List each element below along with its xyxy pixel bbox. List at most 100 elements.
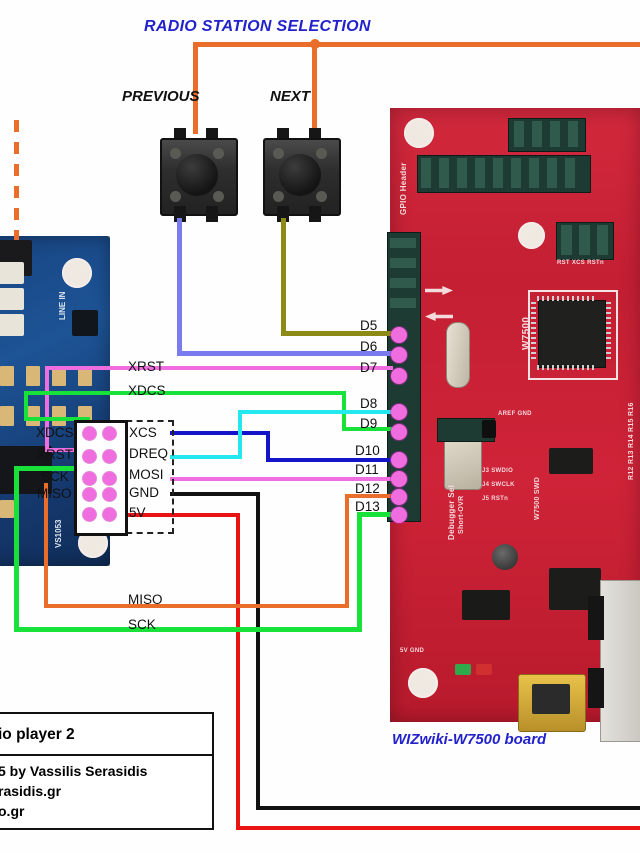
vs1053-silk-text: VS1053 [54,519,63,548]
previous-button-leg-br [206,206,218,222]
conn-label-xrst: XRST [37,447,74,462]
mcu-pin-dot-d6 [391,347,407,363]
mcu-pin-dot-d13 [391,507,407,523]
next-button-leg-bl [277,206,289,222]
pin-label-d10: D10 [355,443,380,458]
silk-arrow-left [425,312,453,321]
wire-xdcs-top [24,391,346,395]
wire-previous-horizontal [177,351,393,356]
previous-button-cap[interactable] [176,154,218,196]
usb-mini-inner [532,684,570,714]
mounting-hole-top [404,118,434,148]
wire-previous-vertical [177,218,182,356]
conn-label-sck: SCK [41,469,69,484]
vs1053-mounting-hole [62,258,92,288]
silk-5v-gnd: 5V GND [400,648,425,654]
net-label-sck-bottom: SCK [128,617,156,632]
pin-label-d6: D6 [360,339,378,354]
silk-debugger-sel: Debugger Sel [447,484,456,540]
vs1053-pad-row-top [0,366,106,388]
debug-jumper-cap [482,420,496,438]
diagram-heading: RADIO STATION SELECTION [144,18,371,35]
previous-button-screw-br [213,191,224,202]
conn-pin-xcs [103,427,116,440]
net-label-xdcs-top: XDCS [128,383,166,398]
wire-station-select-prev-drop [193,42,198,134]
wire-miso-h [44,604,349,608]
audio-jack-white-2 [0,288,24,310]
gpio-header-silk: GPIO Header [399,162,408,215]
conn-label-dreq: DREQ [129,446,169,461]
mcu-pin-dot-d8 [391,404,407,420]
mcu-pin-dot-d11 [391,471,407,487]
next-button-screw-tl [273,148,284,159]
mounting-hole-bottom [408,668,438,698]
wire-gnd-h [170,492,260,496]
mcu-silk-label: W7500 [521,316,532,350]
wire-next-horizontal [281,331,393,336]
previous-button-label: PREVIOUS [122,88,200,105]
wire-sck-to-d13 [357,512,393,517]
mcu-pin-dot-d12 [391,489,407,505]
conn-pin-5v [103,508,116,521]
next-button-label: NEXT [270,88,311,105]
next-button-leg-br [309,206,321,222]
wire-xrst-to-conn [45,448,90,452]
wire-5v-h [160,513,240,517]
title-block-site1-text: rasidis.gr [0,783,62,799]
gpio-header-left-pins [387,232,419,520]
wire-sck-v-left [14,466,19,631]
conn-pin-gnd2 [83,508,96,521]
mcu-chip-w7500 [538,300,606,368]
wire-xcs-v [266,431,270,462]
wire-sck-up [357,512,362,632]
wire-xdcs-down [24,391,28,421]
silk-j5-rstn: J5 RSTn [482,496,509,502]
wire-miso-to-d12 [345,494,393,498]
title-block-credit [0,754,214,830]
ethernet-jack-shadow2 [588,668,604,708]
wire-gnd-v [256,492,260,810]
mounting-hole-mid [518,222,545,249]
conn-label-5v: 5V [129,505,146,520]
wire-xdcs-bus-to-d9 [342,427,393,431]
line-in-connector [72,310,98,336]
wire-miso-v-left [44,483,48,608]
mcu-chip-outline [528,290,618,380]
previous-button-screw-tr [213,148,224,159]
mcu-pin-dot-d9 [391,424,407,440]
header-upper-right-pins [508,118,584,150]
mcu-pin-dot-d10 [391,452,407,468]
vs1053-bottom-pads [0,500,98,520]
wire-sck-h [14,627,362,632]
conn-label-gnd: GND [129,485,159,500]
next-button-cap[interactable] [279,154,321,196]
pin-label-d13: D13 [355,499,380,514]
conn-label-miso: MISO [37,486,72,501]
wire-xcs-h1 [170,431,270,435]
wire-5v-v [236,513,240,830]
mcu-pin-dot-d5 [391,327,407,343]
conn-pin-miso [83,488,96,501]
wire-5v-bottom [236,826,640,830]
electrolytic-cap [492,544,518,570]
pin-label-d8: D8 [360,396,378,411]
next-button-screw-bl [273,191,284,202]
wire-dreq-h2 [238,410,393,414]
previous-button-screw-bl [170,191,181,202]
audio-jack-white-3 [0,314,24,336]
conn-pin-sck [83,472,96,485]
wire-xrst-down [45,366,49,452]
smd-ic-regulator [462,590,510,620]
title-block-project-text: io player 2 [0,726,75,743]
silk-resistors: R12 R13 R14 R15 R16 [628,402,635,480]
wire-gnd-bottom [256,806,640,810]
wire-miso-up [345,497,349,608]
wire-5v-stub [106,513,164,517]
wire-xcs-h2 [266,458,393,462]
wire-xrst-top [45,366,393,370]
smd-ic-small [549,448,593,474]
title-block-credit-text: 5 by Vassilis Serasidis [0,763,148,779]
silk-short-ovr: Short-OVR [458,495,465,534]
